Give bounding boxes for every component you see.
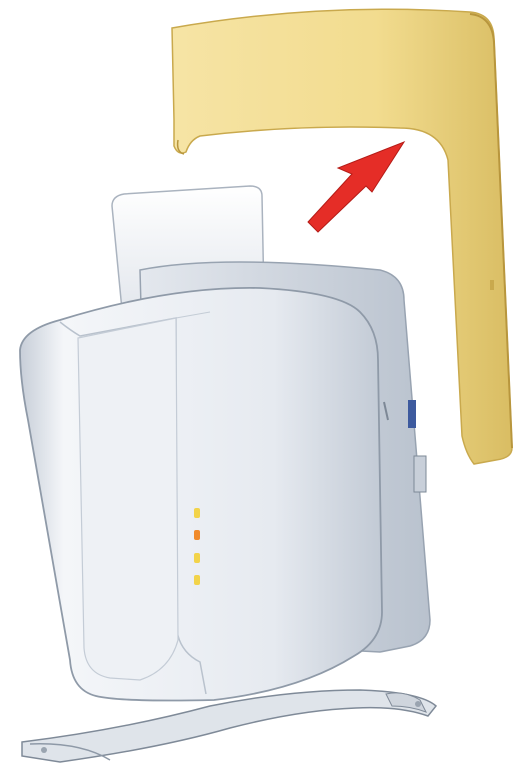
led-1 [194,508,200,518]
led-3 [194,553,200,563]
port-icon [408,400,416,428]
connector-icon [414,456,426,492]
stand [22,690,436,762]
router-body [20,288,382,701]
led-2 [194,530,200,540]
led-4 [194,575,200,585]
removal-arrow-icon [308,142,404,232]
